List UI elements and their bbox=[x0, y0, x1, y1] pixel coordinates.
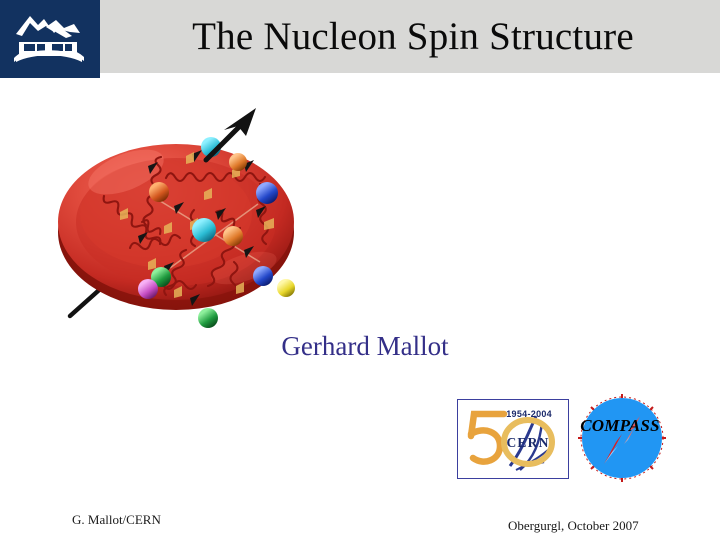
sea-partons bbox=[120, 152, 274, 298]
cern-years: 1954-2004 bbox=[506, 409, 552, 419]
author-name: Gerhard Mallot bbox=[281, 331, 449, 361]
nucleon-spin-structure-illustration bbox=[48, 100, 304, 330]
cern-wordmark: CERN bbox=[506, 435, 549, 450]
gluon-spin-arrowheads bbox=[138, 150, 266, 306]
spin-arrow-head bbox=[203, 108, 256, 163]
compass-experiment-logo: COMPASS bbox=[572, 394, 672, 486]
compass-dial-face bbox=[582, 398, 662, 478]
compass-wordmark: COMPASS bbox=[580, 416, 660, 435]
compass-outer-ring bbox=[580, 396, 664, 480]
header-band bbox=[0, 0, 720, 73]
cern-50th-anniversary-logo: CERN 1954-2004 bbox=[457, 399, 569, 479]
compass-needle bbox=[604, 416, 640, 464]
institute-building-mountains-icon bbox=[14, 16, 84, 62]
footer-venue-date: Obergurgl, October 2007 bbox=[508, 518, 639, 533]
page-title: The Nucleon Spin Structure bbox=[192, 15, 634, 58]
institute-logo-box bbox=[0, 0, 100, 78]
footer-author-affiliation: G. Mallot/CERN bbox=[72, 512, 161, 527]
